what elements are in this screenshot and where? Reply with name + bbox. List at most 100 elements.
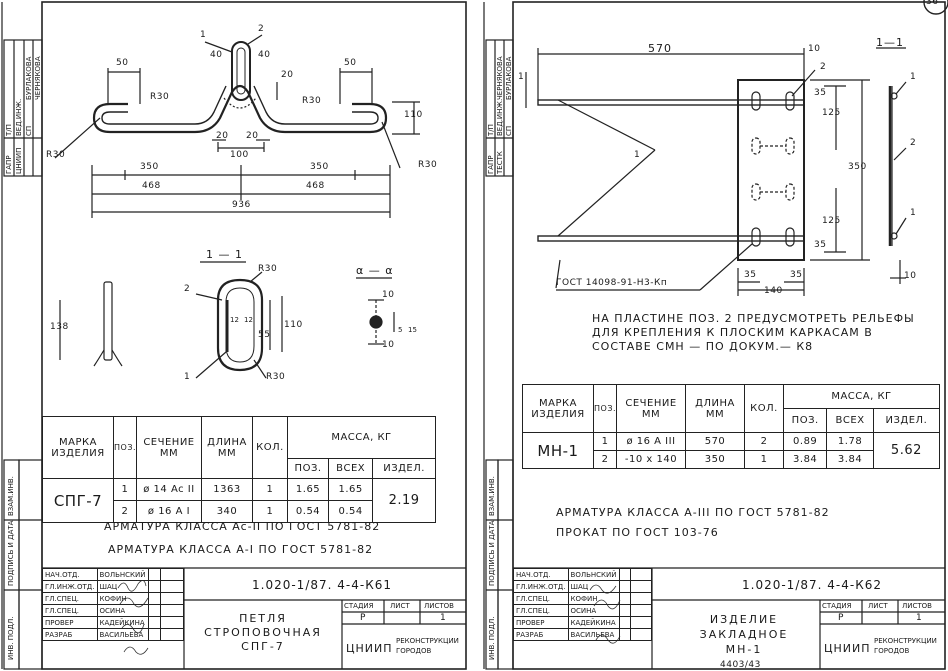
staff-name: КОФИН	[96, 592, 149, 605]
radius-label: R30	[46, 150, 66, 160]
org-name: ЦНИИП	[346, 642, 393, 655]
title-field-value: Р	[360, 613, 366, 623]
dim-label: 35	[744, 270, 757, 280]
margin-label: ИНВ. ПОДЛ.	[488, 616, 496, 660]
radius-label: R30	[418, 160, 438, 170]
staff-role: НАЧ.ОТД.	[513, 568, 569, 581]
table-header: ПОЗ.	[782, 408, 828, 433]
staff-role: ГЛ.СПЕЦ.	[42, 604, 98, 617]
pos-callout: 2	[820, 62, 827, 72]
table-header: ПОЗ.	[593, 384, 617, 433]
drawing-name: ПЕТЛЯ СТРОПОВОЧНАЯ СПГ-7	[204, 612, 322, 653]
table-header: ВСЕХ	[826, 408, 874, 433]
stamp-text: СП	[505, 125, 513, 136]
table-cell: 570	[685, 432, 745, 451]
dim-label: 55	[258, 330, 271, 340]
table-cell: 1	[593, 432, 617, 451]
dim-label: 20	[246, 131, 259, 141]
title-field-label: ЛИСТОВ	[902, 602, 932, 610]
stamp-text: ЧЕРНЯКОВА	[496, 56, 504, 100]
table-header: МАРКА ИЗДЕЛИЯ	[522, 384, 594, 433]
total-mass: 2.19	[372, 478, 436, 523]
dim-label: 100	[230, 150, 249, 160]
pos-callout: 2	[258, 24, 265, 34]
title-field-label: ЛИСТ	[390, 602, 410, 610]
spec-table: МАРКА ИЗДЕЛИЯ ПОЗ. СЕЧЕНИЕ ММ ДЛИНА ММ К…	[42, 416, 437, 523]
drawing-code: 1.020-1/87. 4-4-К61	[252, 578, 392, 592]
staff-name: КАДЕЙКИНА	[96, 616, 149, 629]
staff-role: РАЗРАБ	[513, 628, 569, 641]
dim-label: 350	[848, 162, 867, 172]
title-field-value: 1	[440, 613, 447, 623]
staff-role: ПРОВЕР	[42, 616, 98, 629]
pos-callout: 1	[910, 72, 917, 82]
section-title: 1 — 1	[206, 248, 243, 261]
table-cell: 1	[251, 478, 288, 501]
staff-name: ВОЛЬНСКИЙ	[567, 568, 620, 581]
staff-role: ГЛ.ИНЖ.ОТД.	[513, 580, 569, 593]
staff-role: ГЛ.СПЕЦ.	[513, 604, 569, 617]
stamp-text: ГАПР	[487, 155, 495, 174]
dim-label: 5	[398, 326, 403, 334]
title-field-label: ЛИСТОВ	[424, 602, 454, 610]
pos-callout: 1	[184, 372, 191, 382]
stamp-text: ЦНИИП	[15, 147, 23, 174]
table-header: ИЗДЕЛ.	[872, 408, 941, 433]
staff-name: КОФИН	[567, 592, 620, 605]
note-line: АРМАТУРА КЛАССА Ac-II ПО ГОСТ 5781-82	[104, 520, 381, 533]
table-header: ДЛИНА ММ	[200, 416, 253, 479]
staff-name: ВОЛЬНСКИЙ	[96, 568, 149, 581]
stamp-text: Т/П	[5, 124, 13, 136]
table-header: ПОЗ.	[286, 458, 330, 479]
table-header: МАРКА ИЗДЕЛИЯ	[42, 416, 114, 479]
margin-label: ПОДПИСЬ И ДАТА	[488, 520, 496, 586]
dim-label: 570	[648, 42, 672, 55]
table-cell: -10 x 140	[616, 450, 686, 469]
staff-table: НАЧ.ОТД.ВОЛЬНСКИЙ ГЛ.ИНЖ.ОТД.ШАЦ ГЛ.СПЕЦ…	[42, 568, 184, 641]
radius-label: R30	[258, 264, 278, 274]
margin-label: ИНВ. ПОДЛ.	[7, 616, 15, 660]
dim-label: 12	[244, 316, 253, 324]
note-line: АРМАТУРА КЛАССА А-III ПО ГОСТ 5781-82	[556, 506, 830, 519]
dim-label: 35	[790, 270, 803, 280]
staff-name: ШАЦ	[567, 580, 620, 593]
dim-label: 10	[808, 44, 821, 54]
table-header: СЕЧЕНИЕ ММ	[616, 384, 686, 433]
title-field-value: 1	[916, 613, 923, 623]
dim-label: 35	[814, 240, 827, 250]
drawing-name: ИЗДЕЛИЕ ЗАКЛАДНОЕ МН-1	[699, 613, 789, 656]
table-cell: 3.84	[826, 450, 874, 469]
staff-table: НАЧ.ОТД.ВОЛЬНСКИЙ ГЛ.ИНЖ.ОТД.ШАЦ ГЛ.СПЕЦ…	[513, 568, 652, 641]
title-field-label: ЛИСТ	[868, 602, 888, 610]
table-cell: 1.65	[328, 478, 374, 501]
stamp-text: БУРЛАКОВА	[505, 56, 513, 100]
pos-callout: 1	[634, 150, 641, 160]
radius-label: R30	[302, 96, 322, 106]
item-mark: СПГ-7	[42, 478, 114, 523]
table-cell: 1.78	[826, 432, 874, 451]
dim-label: 1	[518, 72, 525, 82]
stamp-text: СП	[25, 125, 33, 136]
org-name: ЦНИИП	[824, 642, 871, 655]
staff-role: ПРОВЕР	[513, 616, 569, 629]
table-header: СЕЧЕНИЕ ММ	[135, 416, 202, 479]
item-mark: МН-1	[522, 432, 594, 469]
note-line: АРМАТУРА КЛАССА А-I ПО ГОСТ 5781-82	[108, 543, 374, 556]
stamp-text: ВЕД.ИНЖ.	[496, 98, 504, 136]
dim-label: 468	[306, 181, 325, 191]
section-title: 1—1	[876, 36, 904, 49]
stamp-text: Т/П	[487, 124, 495, 136]
table-cell: 0.54	[286, 500, 330, 523]
stamp-text: ЧЕРНЯКОВА	[34, 56, 42, 100]
stamp-text: ГАПР	[5, 155, 13, 174]
title-field-label: СТАДИЯ	[344, 602, 374, 610]
staff-name: ВАСИЛЬЕВА	[567, 628, 620, 641]
staff-role: РАЗРАБ	[42, 628, 98, 641]
spec-table: МАРКА ИЗДЕЛИЯ ПОЗ. СЕЧЕНИЕ ММ ДЛИНА ММ К…	[522, 384, 941, 469]
pos-callout: 1	[910, 208, 917, 218]
drawing-code: 1.020-1/87. 4-4-К62	[742, 578, 882, 592]
staff-role: ГЛ.СПЕЦ.	[42, 592, 98, 605]
sheet-number: 36	[926, 0, 939, 7]
dim-label: 15	[408, 326, 417, 334]
dim-label: 40	[210, 50, 223, 60]
